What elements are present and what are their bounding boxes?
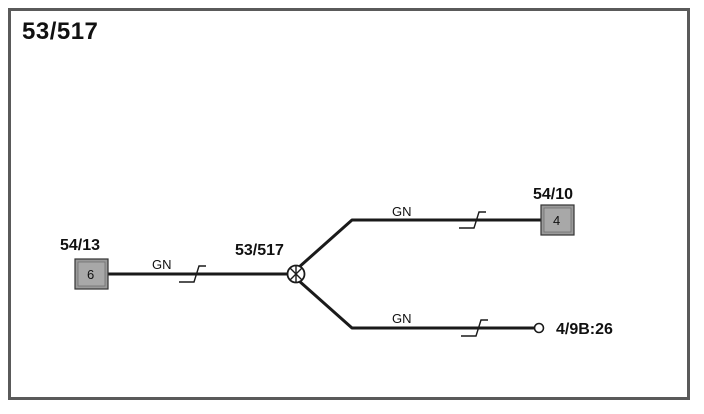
terminal-4-9b-26: 4/9B:26 <box>533 321 613 338</box>
wire-splice-to-terminal: GN <box>297 278 534 337</box>
connector-pin: 4 <box>553 213 560 228</box>
connector-54-13: 54/13 6 <box>60 237 109 290</box>
wire-break-mark <box>461 319 488 337</box>
wire-break-mark <box>179 265 206 283</box>
diagram-title: 53/517 <box>22 18 99 45</box>
wire-break-mark <box>459 211 486 229</box>
terminal-node <box>533 322 545 334</box>
wire-54-13-to-splice: GN <box>108 257 292 283</box>
wire-color-label: GN <box>392 311 412 326</box>
diagram-frame <box>8 8 690 400</box>
connector-54-10: 54/10 4 <box>533 186 575 236</box>
splice-label: 53/517 <box>235 242 284 259</box>
terminal-label: 4/9B:26 <box>556 321 613 338</box>
connector-pin: 6 <box>87 267 94 282</box>
wire-color-label: GN <box>392 204 412 219</box>
connector-label: 54/10 <box>533 186 573 203</box>
wire-color-label: GN <box>152 257 172 272</box>
splice-53-517: 53/517 <box>235 242 306 284</box>
connector-label: 54/13 <box>60 237 100 254</box>
wire-splice-to-54-10: GN <box>297 204 542 270</box>
